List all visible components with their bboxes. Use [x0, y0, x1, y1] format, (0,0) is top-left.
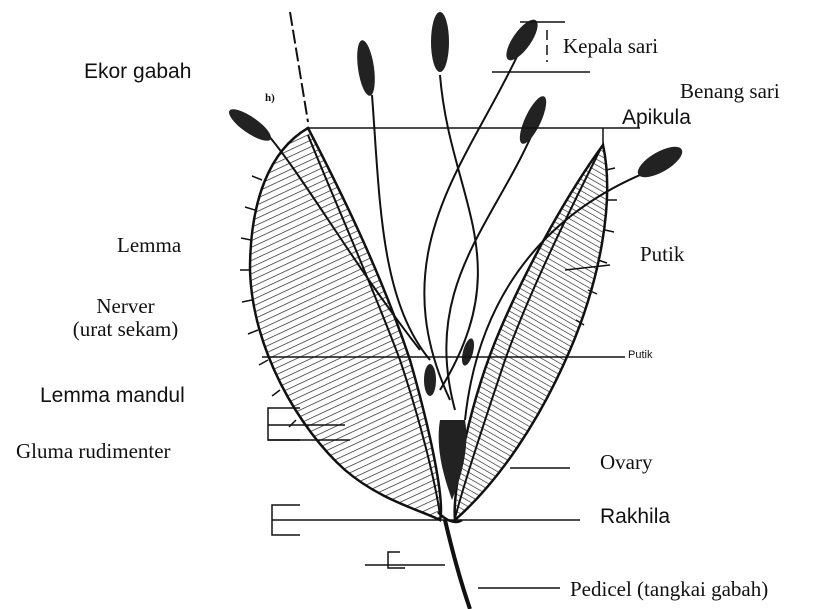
awn [290, 12, 308, 122]
label-putik-upper: Putik [640, 243, 684, 266]
label-h-marker: h) [265, 92, 275, 104]
label-ovary: Ovary [600, 451, 652, 474]
label-nerver-line1: Nerver [96, 294, 154, 318]
lemma-left [250, 128, 441, 520]
palea-right [455, 145, 607, 520]
pedicel-stalk [445, 520, 470, 609]
label-pedicel: Pedicel (tangkai gabah) [570, 578, 768, 601]
anther-6 [225, 104, 275, 146]
label-nerver: Nerver (urat sekam) [58, 295, 193, 341]
label-ekor-gabah: Ekor gabah [84, 60, 191, 83]
label-lemma: Lemma [117, 234, 181, 257]
label-gluma-rudimenter: Gluma rudimenter [16, 440, 171, 463]
label-kepala-sari: Kepala sari [563, 35, 658, 58]
label-benang-sari: Benang sari [680, 80, 780, 103]
anther-2 [431, 12, 449, 72]
label-apikula: Apikula [622, 106, 691, 129]
anther-4 [515, 93, 551, 147]
label-lemma-mandul: Lemma mandul [40, 384, 185, 407]
bracket-lemma-mandul [268, 408, 300, 440]
anther-1 [354, 39, 378, 97]
anther-5 [633, 141, 686, 183]
label-rakhila: Rakhila [600, 505, 670, 528]
stigma-1 [424, 364, 436, 396]
label-putik-lower: Putik [628, 349, 652, 361]
stigma-2 [460, 337, 477, 367]
label-nerver-line2: (urat sekam) [73, 317, 179, 341]
